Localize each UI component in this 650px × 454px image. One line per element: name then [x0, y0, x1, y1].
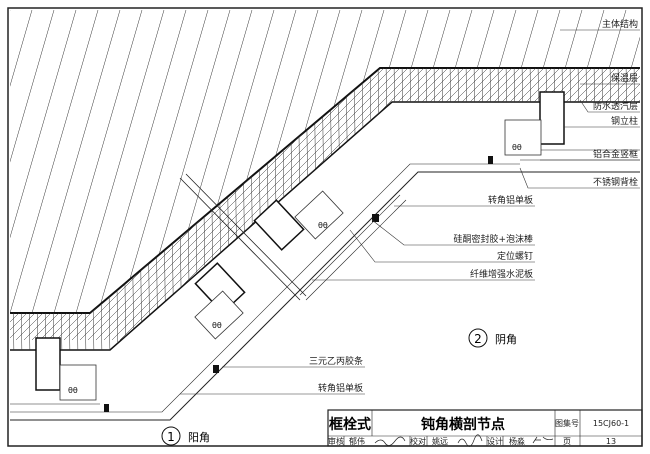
- svg-text:2: 2: [474, 332, 482, 346]
- svg-text:阳角: 阳角: [188, 431, 210, 444]
- label-fiber-cement-board: 纤维增强水泥板: [470, 268, 533, 280]
- checker-name: 姚远: [432, 436, 448, 446]
- label-aluminum-mullion: 铝合金竖框: [593, 148, 638, 160]
- aluminum-mullions: [59, 119, 542, 401]
- main-structure-hatch: [10, 10, 640, 313]
- svg-text:θθ: θθ: [318, 221, 328, 230]
- design-label: 设计: [487, 436, 503, 446]
- label-corner-panel-bottom: 转角铝单板: [318, 382, 363, 394]
- detail-marker-2: 2 阴角: [468, 328, 517, 348]
- label-steel-column: 钢立柱: [611, 115, 638, 127]
- label-sealant-foam-rod: 硅酮密封胶+泡沫棒: [453, 233, 533, 245]
- label-insulation: 保温层: [611, 72, 638, 84]
- label-main-structure: 主体结构: [602, 18, 638, 30]
- reviewer-name: 郁伟: [349, 436, 365, 446]
- system-name: 框栓式: [329, 416, 371, 433]
- label-waterproof-membrane: 防水透汽层: [593, 100, 638, 112]
- sheet-border: [7, 7, 643, 447]
- page-number: 13: [606, 437, 616, 446]
- facade-panel: [10, 149, 640, 421]
- page-label: 页: [563, 437, 571, 446]
- label-epdm-strip: 三元乙丙胶条: [309, 355, 363, 367]
- svg-text:θθ: θθ: [512, 143, 522, 152]
- reviewer-signature: [374, 436, 406, 446]
- label-stainless-anchor: 不锈钢背栓: [593, 176, 638, 188]
- label-positioning-screw: 定位螺钉: [497, 250, 533, 262]
- label-corner-panel-top: 转角铝单板: [488, 194, 533, 206]
- section-line: [185, 173, 307, 297]
- designer-name: 杨淼: [509, 436, 525, 446]
- title-block: [327, 409, 643, 447]
- designer-signature: [532, 436, 554, 444]
- back-anchors: [104, 156, 493, 412]
- svg-text:阴角: 阴角: [495, 333, 517, 346]
- check-label: 校对: [410, 436, 426, 446]
- leader-lines: [180, 29, 640, 395]
- svg-text:θθ: θθ: [68, 386, 78, 395]
- detail-marker-1: 1 阳角: [161, 426, 210, 446]
- review-label: 审核: [328, 436, 344, 446]
- checker-signature: [457, 434, 483, 447]
- atlas-number: 15CJ60-1: [593, 419, 629, 428]
- svg-text:θθ: θθ: [212, 321, 222, 330]
- atlas-label: 图集号: [555, 418, 579, 428]
- bolt-icons: θθ θθ θθ θθ: [68, 143, 522, 395]
- svg-text:1: 1: [167, 430, 175, 444]
- section-line: [179, 177, 301, 301]
- drawing-title: 钝角横剖节点: [421, 416, 505, 433]
